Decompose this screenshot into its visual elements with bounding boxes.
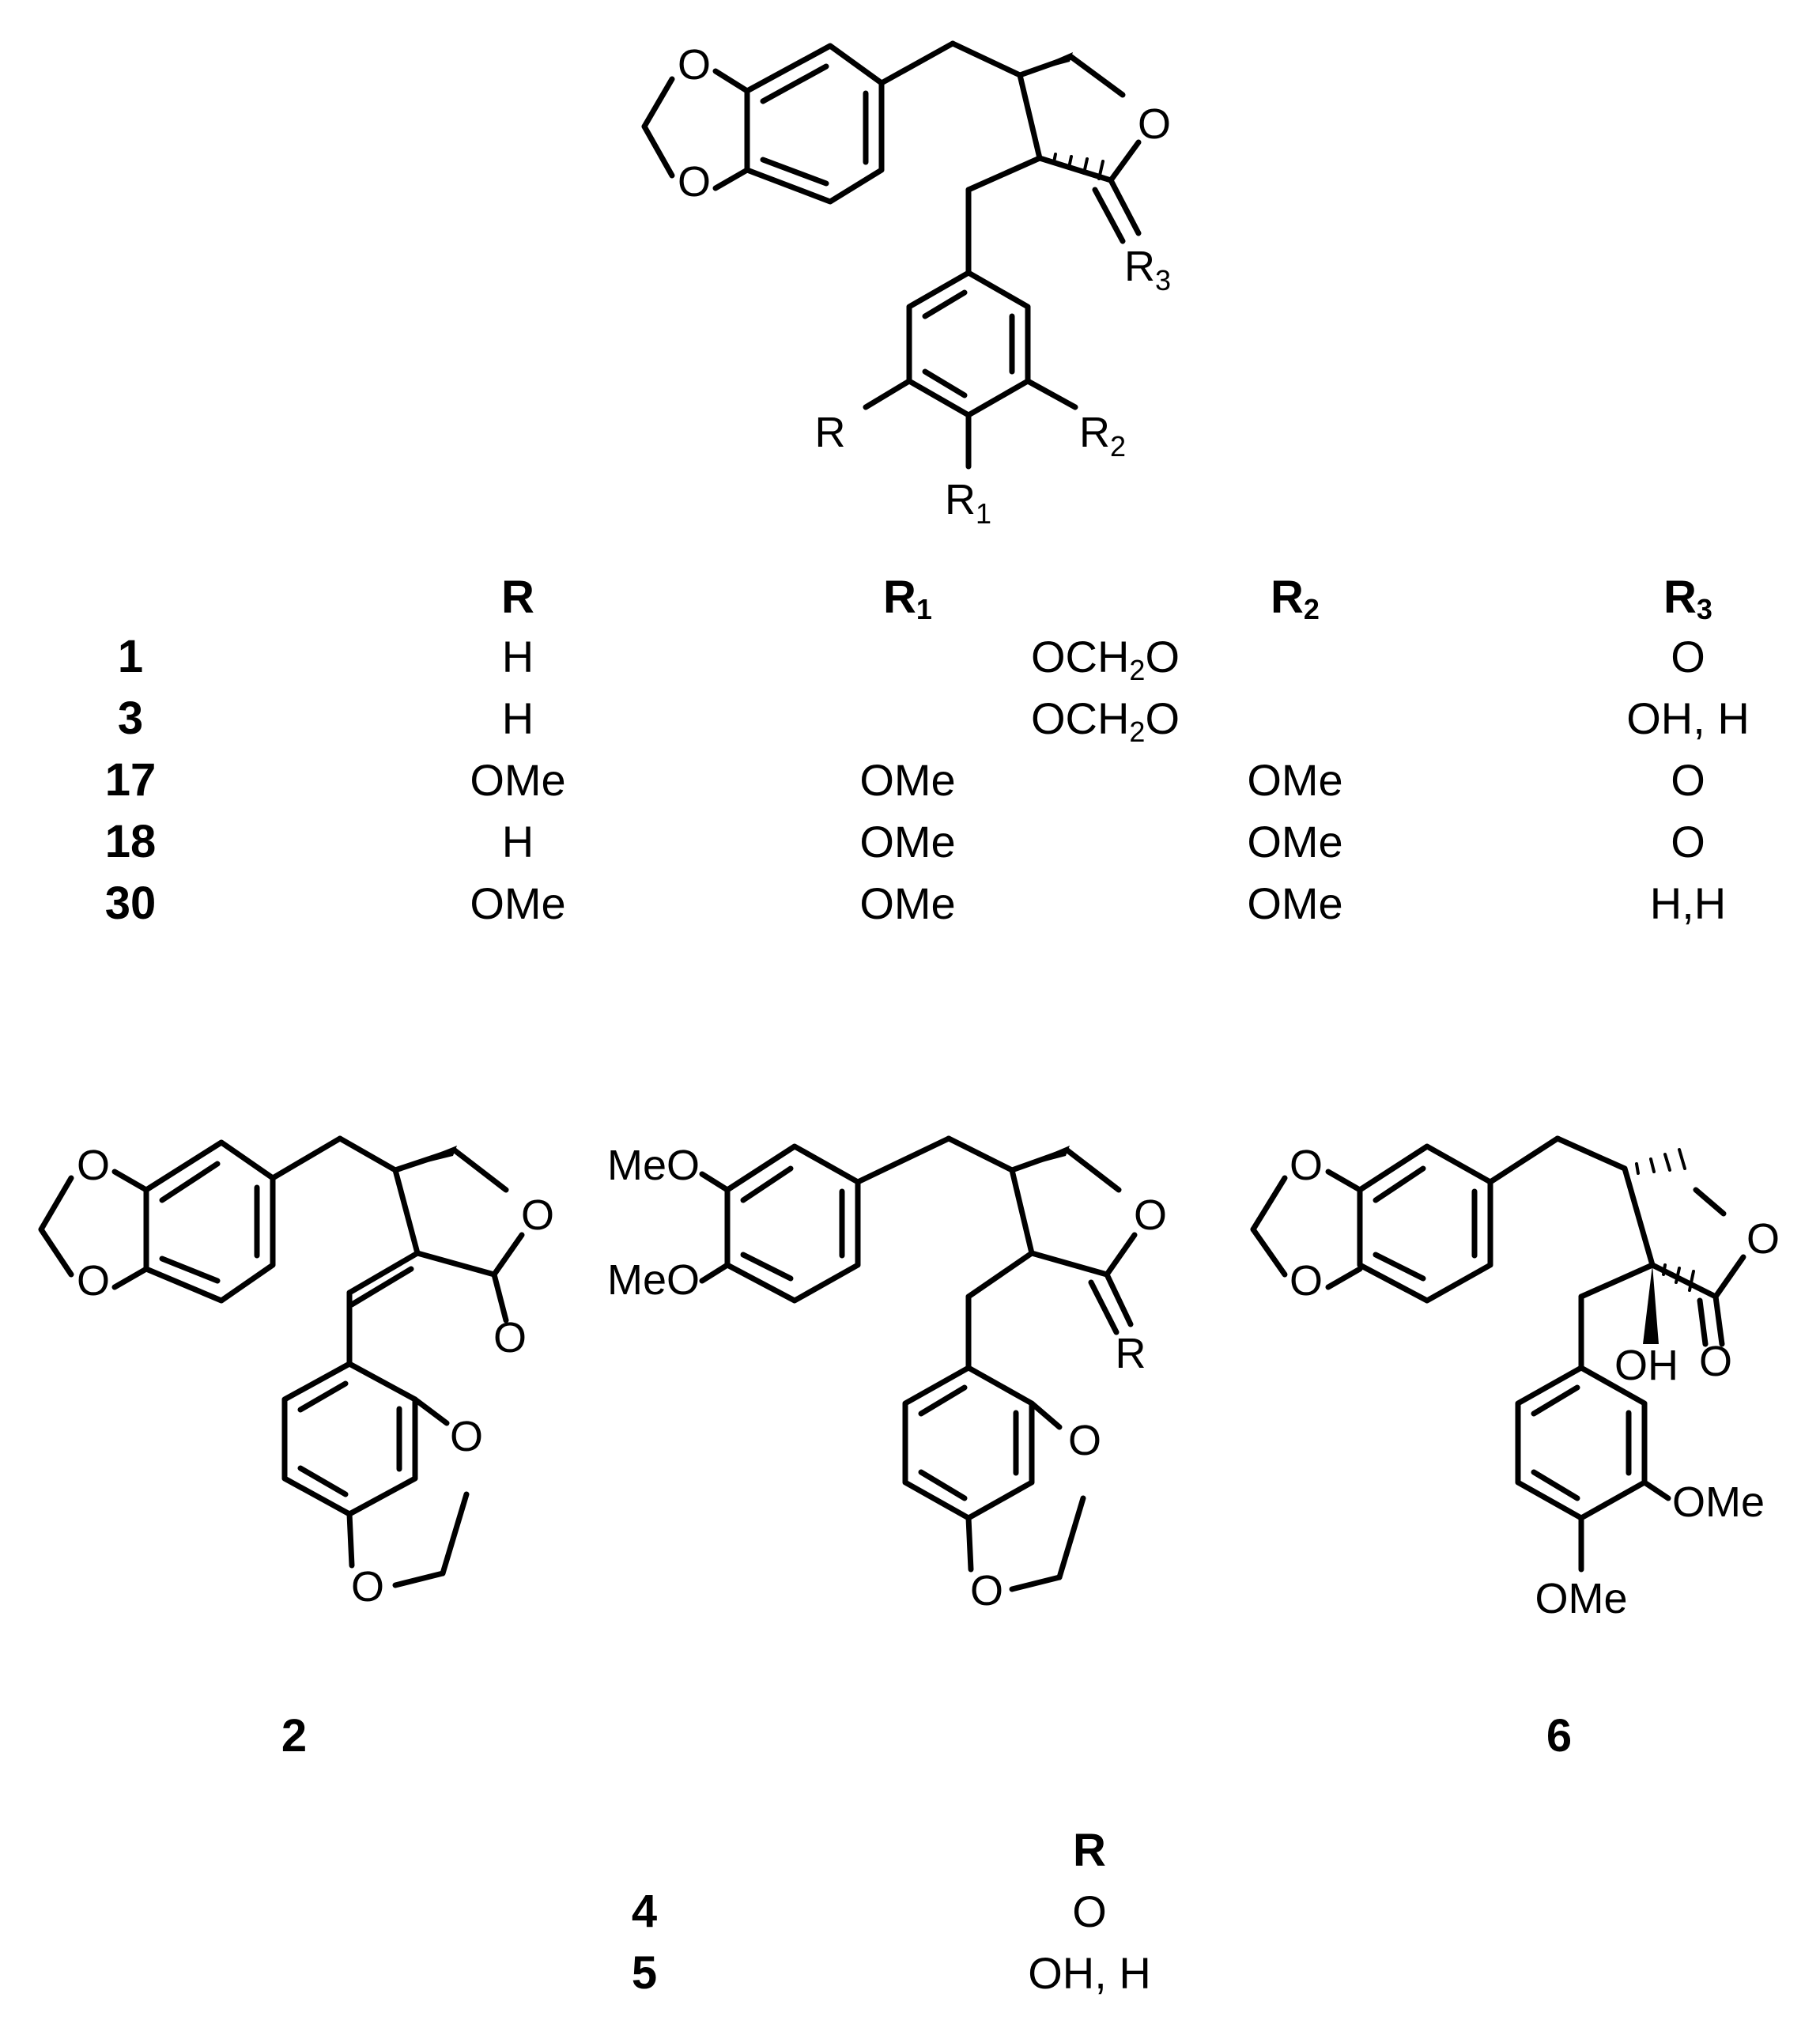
compound-2-structure: O O O O O O 2 bbox=[38, 1135, 554, 1762]
atom-oxygen: O bbox=[450, 1413, 483, 1460]
atom-oxygen: O bbox=[1068, 1417, 1101, 1464]
compound-id: 3 bbox=[118, 693, 143, 744]
atom-oxygen: O bbox=[1289, 1257, 1323, 1305]
header-r2: R2 bbox=[1271, 572, 1320, 625]
compound-6-bonds bbox=[1250, 1135, 1746, 1573]
atom-r3-label: R3 bbox=[1124, 243, 1171, 296]
wedge-bond bbox=[1020, 52, 1073, 75]
hydroxyl-label: OH bbox=[1614, 1342, 1678, 1389]
compound-6-structure: O O O O OH OMe OMe 6 bbox=[1250, 1135, 1780, 1762]
cell-r: H bbox=[502, 632, 534, 682]
cell-r3: O bbox=[1671, 817, 1705, 867]
table-row: 3 H OCH2O OH, H bbox=[118, 693, 1750, 748]
atom-r-label: R bbox=[1116, 1330, 1146, 1377]
compound-2-bonds bbox=[38, 1135, 525, 1588]
atom-oxygen: O bbox=[1134, 1191, 1167, 1239]
atom-oxygen: O bbox=[77, 1257, 110, 1305]
atom-oxygen: O bbox=[678, 41, 711, 89]
cell-r1: OMe bbox=[859, 817, 955, 867]
atom-oxygen: O bbox=[970, 1567, 1003, 1614]
compound-id: 1 bbox=[118, 631, 143, 682]
wedge-bond bbox=[1012, 1146, 1070, 1170]
cell-r2: OMe bbox=[1247, 755, 1342, 805]
compound-2-label: 2 bbox=[281, 1710, 307, 1762]
cell-r3: O bbox=[1671, 755, 1705, 805]
compound-id: 30 bbox=[105, 878, 157, 929]
atom-r-label: R bbox=[815, 409, 846, 456]
atom-oxygen: O bbox=[1746, 1215, 1780, 1263]
atom-oxygen: O bbox=[493, 1314, 527, 1361]
atom-r2-label: R2 bbox=[1079, 409, 1126, 463]
header-r1: R1 bbox=[883, 572, 932, 625]
cell-r3: O bbox=[1671, 632, 1705, 682]
compound-4-5-structure: MeO MeO O R O O bbox=[607, 1135, 1167, 1614]
cell-r2: OMe bbox=[1247, 878, 1342, 928]
table-row: 1 H OCH2O O bbox=[118, 631, 1705, 686]
wedge-bond bbox=[395, 1146, 457, 1170]
table-header: R R1 R2 R3 bbox=[501, 572, 1712, 625]
methoxy-label: MeO bbox=[607, 1142, 700, 1189]
table-row: 30 OMe OMe OMe H,H bbox=[105, 878, 1726, 929]
substituent-table-2: R 4 O 5 OH, H bbox=[632, 1825, 1151, 1999]
wedge-bond bbox=[1643, 1265, 1659, 1344]
compound-4-5-bonds bbox=[699, 1135, 1138, 1592]
cell-r: OH, H bbox=[1028, 1948, 1151, 1998]
compound-6-label: 6 bbox=[1546, 1710, 1572, 1762]
cell-r2: OMe bbox=[1247, 817, 1342, 867]
methoxy-label: MeO bbox=[607, 1256, 700, 1304]
atom-oxygen: O bbox=[1699, 1338, 1732, 1385]
header-r: R bbox=[501, 572, 534, 623]
atom-oxygen: O bbox=[351, 1563, 384, 1611]
cell-r1: OMe bbox=[859, 878, 955, 928]
cell-r3: OH, H bbox=[1626, 693, 1750, 743]
cell-r3: H,H bbox=[1650, 878, 1726, 928]
methoxy-label: OMe bbox=[1535, 1575, 1627, 1622]
compound-id: 4 bbox=[632, 1886, 657, 1937]
cell-r1-r2-span: OCH2O bbox=[1031, 693, 1180, 748]
header-r: R bbox=[1073, 1825, 1106, 1876]
atom-oxygen: O bbox=[521, 1191, 554, 1239]
cell-r1: OMe bbox=[859, 755, 955, 805]
cell-r: H bbox=[502, 817, 534, 867]
table-row: 5 OH, H bbox=[632, 1947, 1151, 1999]
hashed-bond bbox=[1662, 1263, 1695, 1292]
atom-oxygen: O bbox=[678, 158, 711, 206]
cell-r1-r2-span: OCH2O bbox=[1031, 632, 1180, 686]
hashed-bond bbox=[1635, 1148, 1686, 1175]
cell-r: H bbox=[502, 693, 534, 743]
generic-structure-bonds bbox=[641, 40, 1142, 470]
generic-lactone-structure: O O O R3 R R2 R1 bbox=[641, 40, 1171, 530]
hashed-bond bbox=[1052, 153, 1104, 180]
atom-oxygen: O bbox=[1289, 1142, 1323, 1189]
compound-id: 5 bbox=[632, 1947, 657, 1999]
table-row: 4 O bbox=[632, 1886, 1107, 1937]
cell-r: OMe bbox=[470, 755, 565, 805]
compound-id: 18 bbox=[105, 816, 157, 867]
atom-r1-label: R1 bbox=[945, 476, 991, 530]
substituent-table: R R1 R2 R3 1 H OCH2O O 3 H OCH2O OH, H 1… bbox=[105, 572, 1750, 929]
methoxy-label: OMe bbox=[1672, 1478, 1765, 1526]
table-row: 17 OMe OMe OMe O bbox=[105, 754, 1705, 806]
atom-oxygen: O bbox=[77, 1142, 110, 1189]
table-row: 18 H OMe OMe O bbox=[105, 816, 1705, 867]
cell-r: OMe bbox=[470, 878, 565, 928]
header-r3: R3 bbox=[1663, 572, 1712, 625]
cell-r: O bbox=[1072, 1886, 1107, 1936]
atom-oxygen: O bbox=[1138, 100, 1171, 148]
compound-id: 17 bbox=[105, 754, 157, 806]
